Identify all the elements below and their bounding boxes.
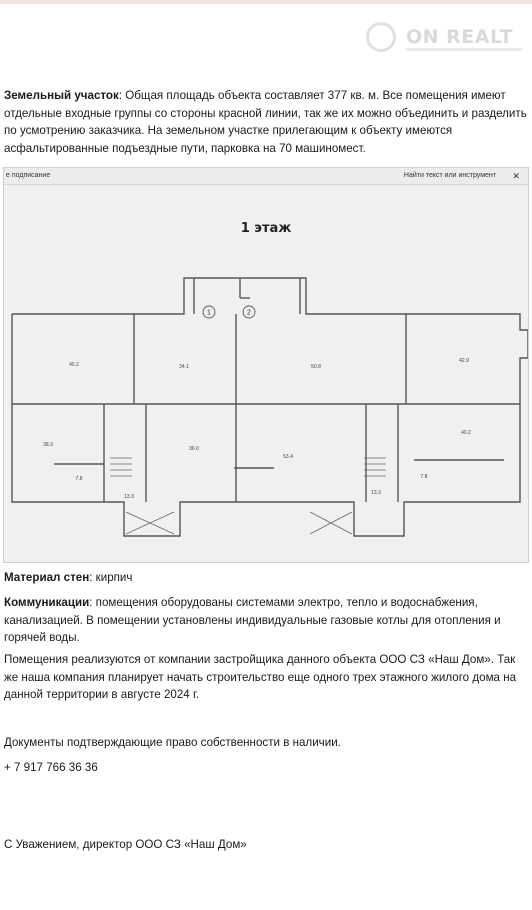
communications-paragraph: Коммуникации: помещения оборудованы сист… — [4, 594, 530, 647]
plan-axis-markers — [202, 305, 256, 319]
toolbar-search-tool: Найти текст или инструмент — [403, 172, 496, 179]
room-area-label: 36.0 — [189, 446, 199, 452]
axis-marker-1 — [202, 305, 216, 319]
top-accent-line — [0, 0, 532, 4]
room-area-label: 7.8 — [76, 476, 83, 482]
room-area-label: 53.4 — [283, 454, 293, 460]
close-icon: ✕ — [512, 171, 520, 181]
room-area-label: 38.3 — [43, 442, 53, 448]
room-area-label: 42.9 — [459, 358, 469, 364]
logo-underline — [406, 48, 522, 51]
walls-paragraph: Материал стен: кирпич — [4, 569, 132, 587]
floor-plan-screenshot: е подписание Найти текст или инструмент … — [3, 167, 529, 563]
floor-title: 1 этаж — [240, 221, 292, 236]
logo-house-icon — [366, 22, 396, 52]
room-area-label: 7.8 — [421, 474, 428, 480]
watermark-logo: ON REALT — [362, 20, 528, 56]
communications-text: : помещения оборудованы системами электр… — [4, 596, 501, 644]
room-area-label: 13.3 — [371, 490, 381, 496]
floor-plan-drawing: 1 2 40.2 34.1 50.8 42.9 38.3 36.0 53.4 4… — [11, 277, 528, 537]
land-label: Земельный участок — [4, 89, 119, 102]
contact-phone: + 7 917 766 36 36 — [4, 761, 98, 774]
land-text: : Общая площадь объекта составляет 377 к… — [4, 89, 527, 155]
land-paragraph: Земельный участок: Общая площадь объекта… — [4, 87, 532, 157]
axis-marker-2 — [242, 305, 256, 319]
room-area-label: 50.8 — [311, 364, 321, 370]
toolbar-sign-label: е подписание — [6, 172, 51, 179]
plan-outline — [11, 277, 528, 537]
documents-paragraph: Документы подтверждающие право собственн… — [4, 736, 341, 749]
axis-marker-label: 2 — [247, 310, 251, 317]
room-area-label: 40.2 — [69, 362, 79, 368]
room-area-label: 40.2 — [461, 430, 471, 436]
pdf-viewer-toolbar: е подписание Найти текст или инструмент … — [4, 168, 528, 185]
communications-label: Коммуникации — [4, 596, 90, 609]
room-area-label: 13.3 — [124, 494, 134, 500]
axis-marker-label: 1 — [207, 310, 211, 317]
plan-stairs — [110, 457, 386, 535]
walls-label: Материал стен — [4, 571, 90, 584]
signature-line: С Уважением, директор ООО СЗ «Наш Дом» — [4, 838, 247, 851]
sale-paragraph: Помещения реализуются от компании застро… — [4, 653, 517, 701]
walls-text: : кирпич — [89, 571, 133, 584]
logo-text: ON REALT — [406, 26, 513, 48]
room-area-label: 34.1 — [179, 364, 189, 370]
